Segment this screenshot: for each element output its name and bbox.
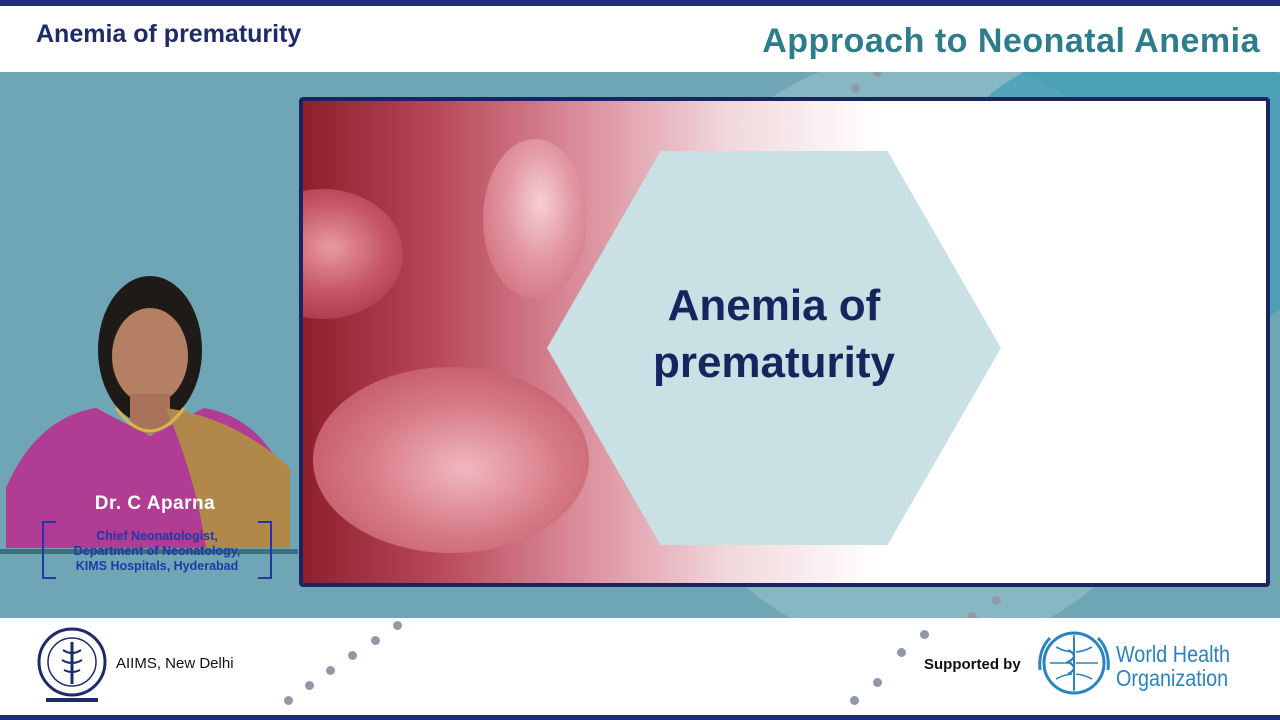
red-blood-cell — [483, 139, 587, 299]
course-title: Approach to Neonatal Anemia — [762, 22, 1260, 60]
decor-dot — [326, 666, 335, 675]
title-hexagon — [547, 151, 1001, 545]
decor-dot — [968, 612, 977, 618]
decor-dot — [284, 696, 293, 705]
sponsor-name: World Health Organization — [1116, 642, 1230, 690]
affiliation-line: Department of Neonatology, — [73, 544, 241, 558]
decor-dot — [851, 84, 860, 93]
decor-dot — [393, 621, 402, 630]
institution-label: AIIMS, New Delhi — [116, 655, 234, 672]
speaker-portrait — [6, 258, 290, 548]
slide-panel: Anemia of prematurity — [299, 97, 1270, 587]
top-rule — [0, 0, 1280, 6]
decor-dot — [873, 678, 882, 687]
header: Anemia of prematurity Approach to Neonat… — [0, 6, 1280, 72]
decor-dot — [897, 648, 906, 657]
slide-title-line: Anemia of — [667, 281, 881, 330]
affiliation-line: KIMS Hospitals, Hyderabad — [75, 559, 239, 573]
speaker-affiliation: Chief Neonatologist, Department of Neona… — [42, 521, 272, 579]
speaker-separator — [0, 549, 298, 554]
decor-dot — [873, 72, 882, 77]
red-blood-cell — [313, 367, 589, 553]
decor-dot — [992, 596, 1001, 605]
topic-title: Anemia of prematurity — [36, 20, 302, 48]
decor-dot — [850, 696, 859, 705]
affiliation-line: Chief Neonatologist, — [96, 529, 218, 543]
bottom-rule — [0, 715, 1280, 720]
decor-dot — [371, 636, 380, 645]
decor-dot — [305, 681, 314, 690]
speaker-photo — [6, 258, 290, 548]
sponsor-line: World Health — [1116, 641, 1230, 667]
supported-by-label: Supported by — [924, 656, 1021, 673]
footer: AIIMS, New Delhi Supported by World Heal… — [0, 618, 1280, 715]
aiims-emblem-icon — [37, 627, 107, 702]
speaker-name: Dr. C Aparna — [94, 493, 216, 514]
slide-title: Anemia of prematurity — [547, 277, 1001, 391]
decor-dot — [348, 651, 357, 660]
who-emblem-icon — [1038, 631, 1110, 695]
sponsor-line: Organization — [1116, 665, 1229, 691]
slide-title-line: prematurity — [652, 338, 896, 387]
decor-dot — [920, 630, 929, 639]
